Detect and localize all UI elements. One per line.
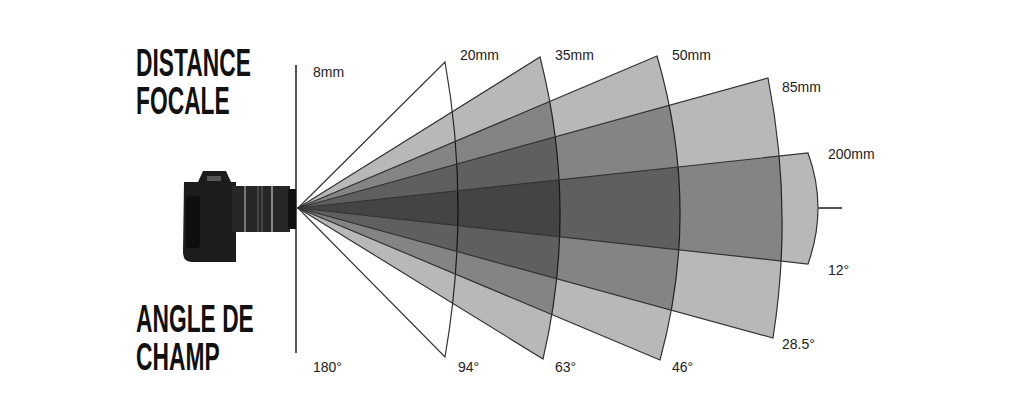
- focal-length-label: 85mm: [782, 79, 821, 95]
- camera-prism: [207, 176, 221, 181]
- lens-ring: [271, 186, 273, 232]
- angle-label: 28.5°: [782, 336, 815, 352]
- wedge-200mm: [298, 153, 818, 264]
- focal-length-label: 20mm: [460, 47, 499, 63]
- angle-label: 63°: [555, 359, 576, 375]
- focal-length-label: 50mm: [672, 47, 711, 63]
- camera-grip: [186, 196, 200, 248]
- lens-ring: [258, 186, 259, 232]
- camera-body: [183, 171, 236, 262]
- lens-ring: [262, 186, 263, 232]
- axis-title: DISTANCE FOCALE: [136, 44, 262, 120]
- camera-lens: [232, 186, 290, 232]
- focal-length-label: 8mm: [313, 64, 344, 80]
- angle-label: 94°: [458, 359, 479, 375]
- focal-length-label: 35mm: [555, 47, 594, 63]
- axis-tick: [818, 207, 842, 209]
- angle-label: 180°: [313, 359, 342, 375]
- camera-icon: [183, 171, 296, 262]
- focal-length-label: 200mm: [828, 146, 875, 162]
- axis-title: ANGLE DE CHAMP: [136, 300, 262, 376]
- lens-ring: [244, 186, 246, 232]
- lens-front: [288, 189, 296, 229]
- angle-label: 46°: [672, 359, 693, 375]
- angle-label: 12°: [828, 262, 849, 278]
